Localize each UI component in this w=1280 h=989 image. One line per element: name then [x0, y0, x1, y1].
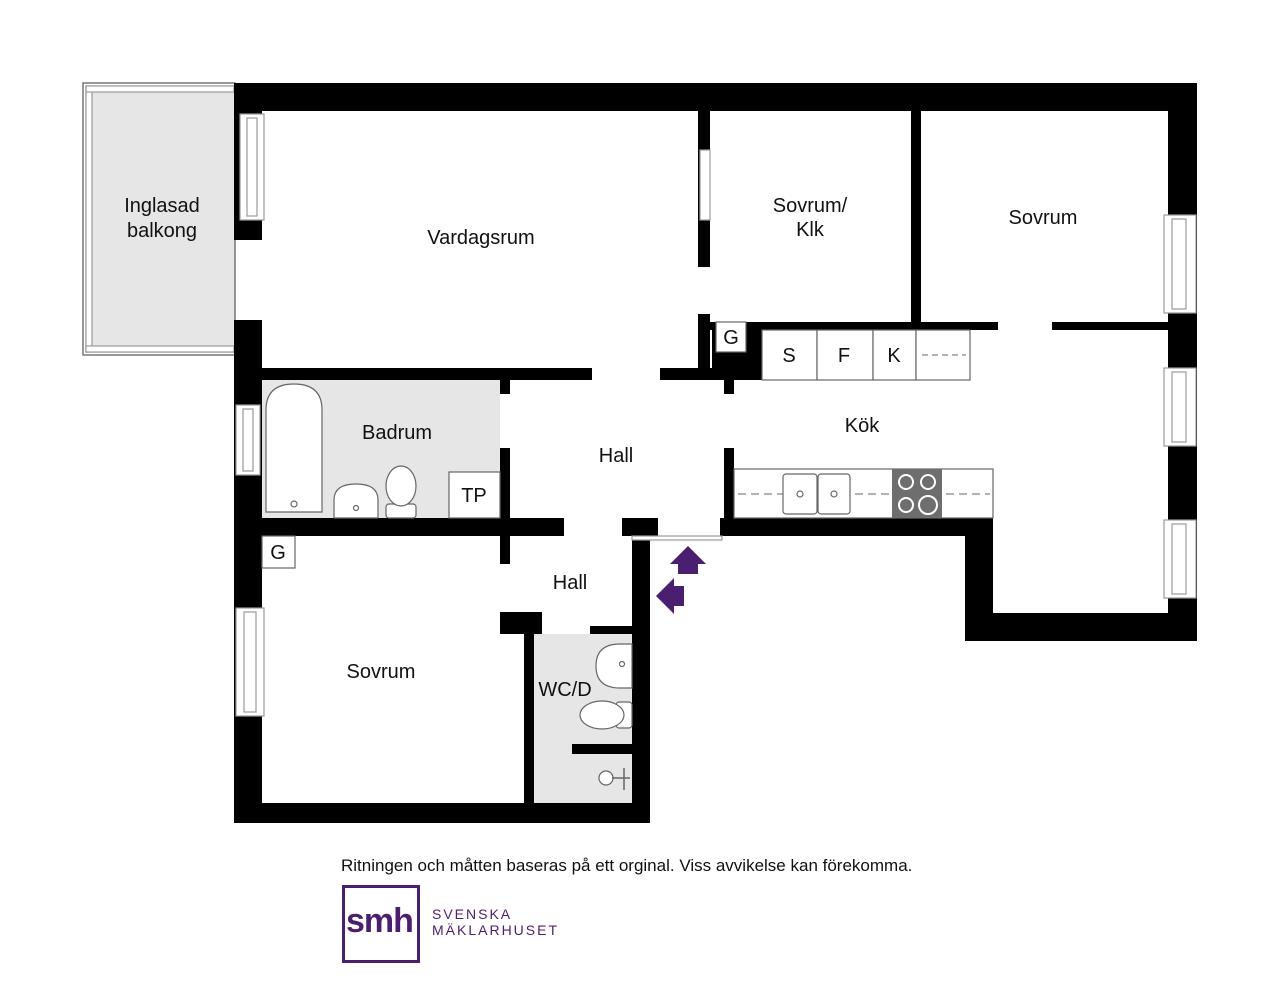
kitchen-appliances	[761, 329, 971, 381]
bathtub	[265, 383, 323, 513]
label-tp: TP	[461, 485, 487, 507]
label-wardrobe-g1: G	[723, 327, 739, 349]
label-freezer: S	[782, 345, 795, 367]
wc-shower	[598, 768, 630, 790]
kitchen-counter	[733, 468, 994, 519]
bathroom-toilet	[385, 465, 417, 519]
brand-name-line1: SVENSKA	[432, 906, 513, 922]
label-hall-lower: Hall	[553, 572, 587, 594]
bathroom-sink	[333, 483, 379, 519]
label-bedroom-study-line1: Sovrum/	[773, 195, 848, 217]
label-fridge: F	[838, 345, 850, 367]
logo-mark: smh	[346, 902, 414, 940]
balcony-area	[85, 85, 235, 353]
balcony-glazing	[85, 85, 93, 353]
label-wardrobe-g2: G	[270, 542, 286, 564]
label-kitchen: Kök	[845, 415, 880, 437]
windows	[235, 113, 1197, 717]
brand-name-line2: MÄKLARHUSET	[432, 922, 560, 938]
label-living-room: Vardagsrum	[427, 227, 534, 249]
label-bedroom-east: Sovrum	[1009, 207, 1078, 229]
label-balcony-line2: balkong	[127, 220, 197, 242]
tp-box	[448, 471, 501, 519]
entrance-arrow-left-icon	[656, 578, 684, 614]
disclaimer-text: Ritningen och måtten baseras på ett orgi…	[341, 856, 913, 875]
logo-frame	[342, 885, 420, 963]
entrance-arrow-up-icon	[670, 546, 706, 574]
label-hall-main: Hall	[599, 445, 633, 467]
label-bedroom-west: Sovrum	[347, 661, 416, 683]
label-bedroom-study-line2: Klk	[796, 219, 825, 241]
wardrobe-g1-box	[715, 321, 747, 353]
label-wc: WC/D	[538, 679, 591, 701]
wc-toilet	[579, 700, 633, 730]
wc-sink	[595, 643, 633, 689]
wardrobe-g2-box	[261, 535, 296, 569]
balcony-glazing-bottom	[85, 345, 235, 353]
label-balcony-line1: Inglasad	[124, 195, 200, 217]
label-cooler: K	[887, 345, 901, 367]
label-bathroom: Badrum	[362, 422, 432, 444]
balcony-glazing-top	[85, 85, 235, 93]
